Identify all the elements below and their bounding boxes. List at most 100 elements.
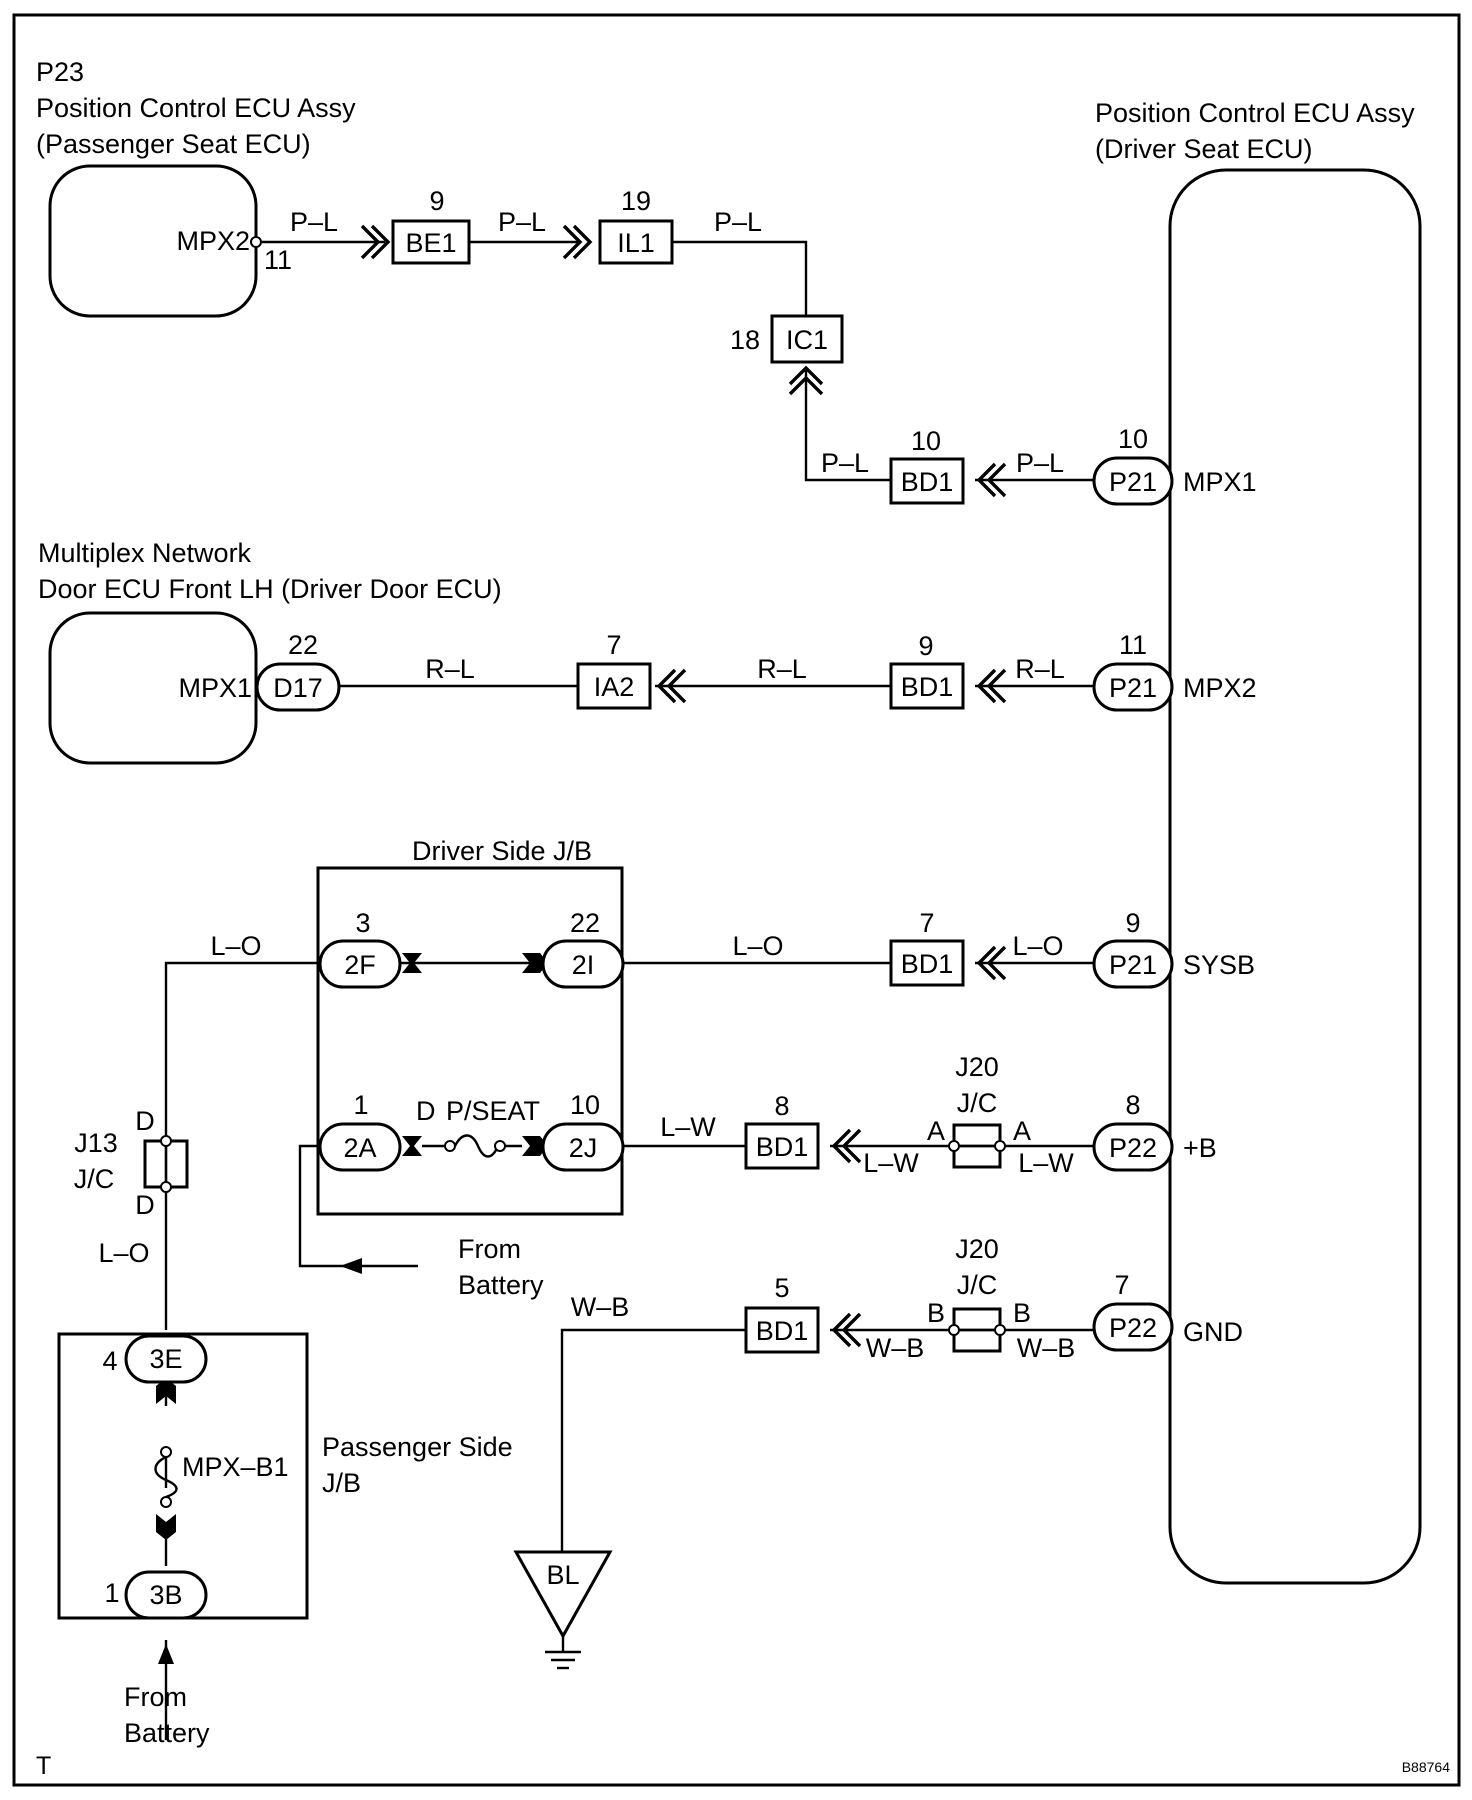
fuse-mpx-b1: [154, 1446, 178, 1508]
wire-label: L–W: [863, 1148, 919, 1178]
wire-label: W–B: [1017, 1333, 1076, 1363]
j20-pin-a-left: A: [927, 1116, 945, 1146]
connector-bd1-sysb: BD1 7: [889, 908, 965, 987]
wire-label: L–O: [1012, 931, 1063, 961]
connector-ia2: IA2 7: [576, 630, 652, 710]
connector-label: 2I: [572, 950, 595, 980]
connector-p21-mpx2: P21 11: [1092, 630, 1174, 712]
connector-label: P22: [1109, 1133, 1157, 1163]
connector-label: BD1: [901, 672, 954, 702]
pin-number: 8: [1125, 1090, 1140, 1120]
fuse-pseat-label: P/SEAT: [446, 1096, 540, 1126]
connector-label: D17: [273, 673, 323, 703]
wire-label: P–L: [498, 207, 546, 237]
connector-label: 2J: [569, 1133, 598, 1163]
connector-il1: IL1 19: [598, 186, 674, 265]
corner-mark-left: T: [36, 1752, 51, 1780]
j20-pin-a-right: A: [1013, 1116, 1031, 1146]
pin-number: 9: [429, 186, 444, 216]
connector-label: P21: [1109, 950, 1157, 980]
connector-label: 3E: [149, 1344, 182, 1374]
connector-label: IL1: [617, 228, 655, 258]
j13-jc-label: J/C: [74, 1164, 115, 1194]
door-ecu-name: Multiplex Network: [38, 538, 252, 568]
pin-number: 5: [774, 1273, 789, 1303]
j20-pin-b-right: B: [1013, 1298, 1031, 1328]
j20-jc-b: [948, 1307, 1006, 1353]
connector-label: BD1: [756, 1132, 809, 1162]
connector-3e: 3E 4: [102, 1334, 208, 1384]
passenger-ecu-name: Position Control ECU Assy: [36, 93, 356, 123]
connector-label: P22: [1109, 1313, 1157, 1343]
connector-bd1-mpx2: BD1 9: [889, 631, 965, 710]
pin-number: 10: [570, 1090, 600, 1120]
connector-label: IA2: [594, 672, 635, 702]
connector-label: BD1: [901, 467, 954, 497]
wire-label: P–L: [290, 207, 338, 237]
connector-p21-sysb: P21 9: [1092, 908, 1174, 989]
terminal-gnd: GND: [1183, 1317, 1243, 1347]
from-battery-2-line2: Battery: [124, 1718, 210, 1748]
j20-label-2: J20: [955, 1234, 999, 1264]
connector-bd1-gnd: BD1 5: [744, 1273, 820, 1354]
connector-label: 3B: [149, 1580, 182, 1610]
from-battery-1-line2: Battery: [458, 1270, 544, 1300]
mpx2-pin-dot: [250, 236, 262, 248]
wire-label: P–L: [1016, 448, 1064, 478]
wire-label: W–B: [866, 1333, 925, 1363]
connector-ic1: IC1 18: [730, 314, 844, 364]
connector-label: BD1: [756, 1316, 809, 1346]
wire-label: W–B: [571, 1292, 630, 1322]
driver-seat-ecu: [1168, 168, 1422, 1585]
connector-2i: 2I 22: [541, 908, 625, 989]
connector-label: P21: [1109, 673, 1157, 703]
from-battery-2-line1: From: [124, 1682, 187, 1712]
door-ecu-terminal: MPX1: [178, 673, 252, 703]
pin-number: 22: [288, 630, 318, 660]
wire-label: R–L: [1015, 654, 1065, 684]
figure-code: B88764: [1402, 1759, 1450, 1775]
terminal-mpx2: MPX2: [1183, 673, 1257, 703]
j13-jc: [143, 1135, 189, 1193]
ground-label: BL: [546, 1560, 579, 1590]
terminal-mpx1: MPX1: [1183, 467, 1257, 497]
fuse-mpx-label: MPX–B1: [182, 1452, 289, 1482]
pin-number: 19: [621, 186, 651, 216]
wire-label: L–O: [210, 931, 261, 961]
connector-2j: 2J 10: [541, 1090, 625, 1172]
ground-bl: [513, 1550, 613, 1670]
pin-number: 7: [919, 908, 934, 938]
pin-number: 7: [1114, 1270, 1129, 1300]
connector-p21-mpx1: P21 10: [1092, 424, 1174, 506]
connector-label: P21: [1109, 467, 1157, 497]
connector-bd1-mpx1: BD1 10: [889, 426, 965, 505]
terminal-sysb: SYSB: [1183, 950, 1255, 980]
pin-number: 1: [104, 1578, 119, 1608]
wire-label: P–L: [821, 448, 869, 478]
connector-d17: D17 22: [255, 630, 341, 712]
driver-ecu-sub: (Driver Seat ECU): [1095, 134, 1313, 164]
pin-number: 22: [570, 908, 600, 938]
wire-labels: P–L P–L P–L P–L P–L R–L R–L R–L L–O L–O …: [98, 207, 1075, 1363]
pin-number: 18: [730, 325, 760, 355]
passenger-jb-label-2: J/B: [322, 1468, 361, 1498]
wire-label: P–L: [714, 207, 762, 237]
j20-pin-b-left: B: [927, 1298, 945, 1328]
pin-number: 8: [774, 1091, 789, 1121]
j13-pin-d-top: D: [135, 1106, 155, 1136]
fuse-pseat-pin: D: [416, 1096, 436, 1126]
from-battery-1-line1: From: [458, 1234, 521, 1264]
connector-label: IC1: [786, 325, 828, 355]
passenger-ecu-sub: (Passenger Seat ECU): [36, 129, 311, 159]
wire-label: L–W: [1018, 1148, 1074, 1178]
connector-p22-plusb: P22 8: [1092, 1090, 1174, 1172]
fuse-pseat: [422, 1134, 522, 1158]
connector-label: 2F: [344, 950, 376, 980]
door-ecu-sub: Door ECU Front LH (Driver Door ECU): [38, 574, 502, 604]
passenger-ecu-pin: 11: [264, 245, 292, 275]
connector-bd1-plusb: BD1 8: [744, 1091, 820, 1170]
passenger-ecu-terminal: MPX2: [176, 226, 250, 256]
j20-label: J20: [955, 1052, 999, 1082]
pin-number: 11: [1119, 630, 1147, 660]
